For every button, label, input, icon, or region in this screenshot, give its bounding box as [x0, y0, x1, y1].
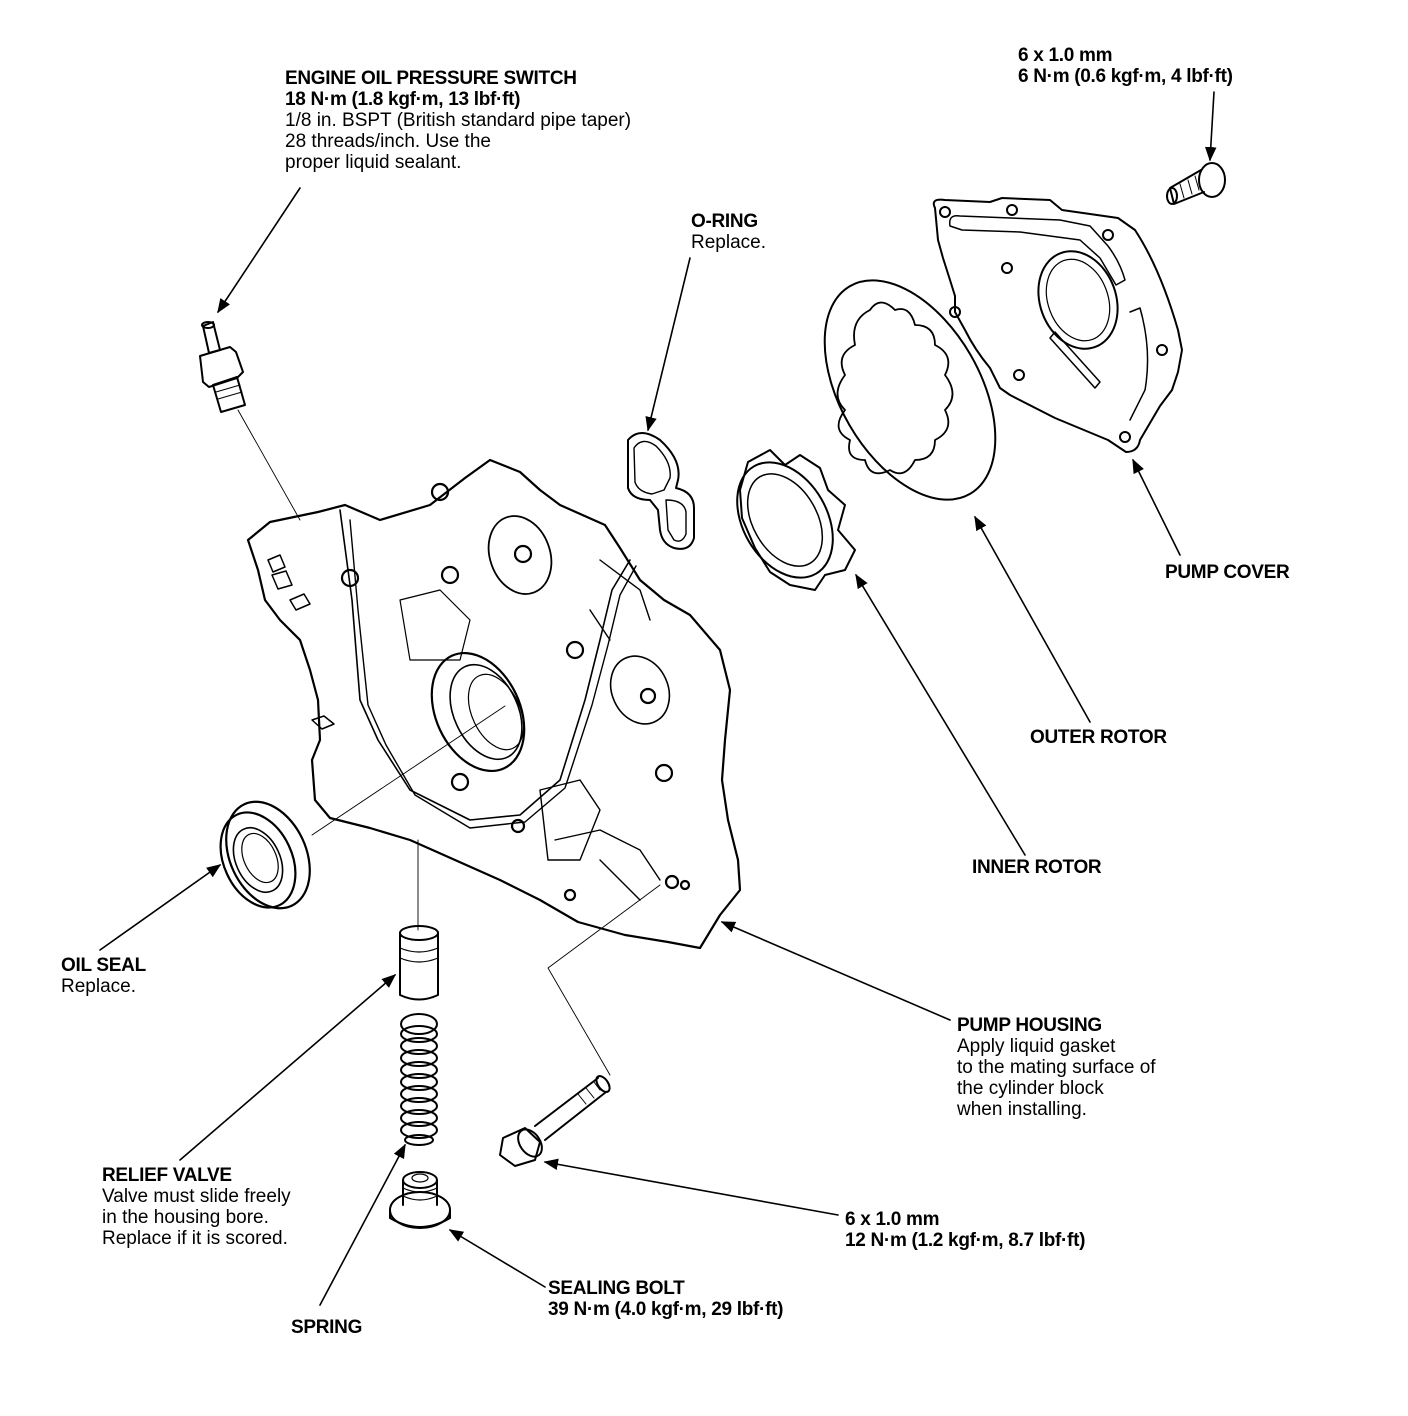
inner-rotor-part	[736, 449, 856, 591]
pump-housing-part	[246, 458, 742, 950]
pump-cover-part	[932, 197, 1183, 453]
label-title: SEALING BOLT	[548, 1278, 685, 1299]
leader-spring	[319, 1143, 406, 1306]
label-title: SPRING	[291, 1317, 363, 1338]
relief-valve-part	[399, 925, 439, 1001]
label-note: in the housing bore.	[102, 1207, 269, 1228]
label-note: 28 threads/inch. Use the	[285, 131, 491, 152]
label-torque: 12 N·m (1.2 kgf·m, 8.7 lbf·ft)	[845, 1230, 1086, 1251]
label-title: INNER ROTOR	[972, 857, 1102, 878]
label-title: RELIEF VALVE	[102, 1165, 232, 1186]
label-note: 1/8 in. BSPT (British standard pipe tape…	[285, 110, 632, 131]
label-note: Replace.	[61, 976, 136, 997]
label-relief-valve: RELIEF VALVE Valve must slide freely in …	[102, 1165, 291, 1249]
label-o-ring: O-RING Replace.	[691, 211, 766, 253]
label-note: Valve must slide freely	[102, 1186, 291, 1207]
label-sealing-bolt: SEALING BOLT 39 N·m (4.0 kgf·m, 29 lbf·f…	[548, 1278, 783, 1320]
cover-bolt-part	[1166, 162, 1226, 205]
label-torque: 18 N·m (1.8 kgf·m, 13 lbf·ft)	[285, 89, 521, 110]
label-housing-bolt: 6 x 1.0 mm 12 N·m (1.2 kgf·m, 8.7 lbf·ft…	[845, 1209, 1085, 1251]
leader-relief-valve	[179, 974, 397, 1161]
leader-cover-bolt	[1205, 91, 1217, 162]
spring-part	[400, 1013, 438, 1146]
o-ring-part	[627, 432, 695, 550]
oil-pressure-switch-part	[199, 321, 246, 413]
outer-rotor-part	[823, 279, 997, 501]
label-outer-rotor: OUTER ROTOR	[1030, 727, 1167, 748]
sealing-bolt-part	[389, 1171, 451, 1229]
label-pump-cover: PUMP COVER	[1165, 562, 1290, 583]
label-torque: 39 N·m (4.0 kgf·m, 29 lbf·ft)	[548, 1299, 784, 1320]
leader-pump-cover	[1132, 458, 1181, 556]
leader-lines	[99, 91, 1217, 1306]
label-inner-rotor: INNER ROTOR	[972, 857, 1102, 878]
label-cover-bolt: 6 x 1.0 mm 6 N·m (0.6 kgf·m, 4 lbf·ft)	[1018, 45, 1233, 87]
label-note: Apply liquid gasket	[957, 1036, 1116, 1057]
leader-pump-housing	[720, 921, 951, 1021]
leader-inner-rotor	[855, 573, 1026, 856]
label-title: PUMP HOUSING	[957, 1015, 1102, 1036]
label-torque: 6 N·m (0.6 kgf·m, 4 lbf·ft)	[1018, 66, 1233, 87]
label-engine-oil-pressure-switch: ENGINE OIL PRESSURE SWITCH 18 N·m (1.8 k…	[285, 68, 631, 173]
label-size: 6 x 1.0 mm	[1018, 45, 1113, 66]
label-size: 6 x 1.0 mm	[845, 1209, 940, 1230]
label-note: when installing.	[957, 1099, 1087, 1120]
label-spring: SPRING	[291, 1317, 362, 1338]
leader-outer-rotor	[974, 515, 1091, 723]
alignment-lines	[237, 409, 661, 1076]
label-note: the cylinder block	[957, 1078, 1104, 1099]
label-title: PUMP COVER	[1165, 562, 1290, 583]
label-title: OIL SEAL	[61, 955, 146, 976]
label-pump-housing: PUMP HOUSING Apply liquid gasket to the …	[957, 1015, 1156, 1120]
label-note: Replace if it is scored.	[102, 1228, 288, 1249]
leader-pressure-switch	[217, 187, 301, 314]
oil-seal-part	[219, 800, 311, 910]
label-note: proper liquid sealant.	[285, 152, 462, 173]
label-title: O-RING	[691, 211, 758, 232]
label-title: ENGINE OIL PRESSURE SWITCH	[285, 68, 577, 89]
label-note: Replace.	[691, 232, 766, 253]
label-oil-seal: OIL SEAL Replace.	[61, 955, 146, 997]
label-title: OUTER ROTOR	[1030, 727, 1167, 748]
leader-sealing-bolt	[448, 1229, 546, 1288]
leader-o-ring	[645, 257, 691, 432]
housing-bolt-part	[499, 1075, 611, 1167]
label-note: to the mating surface of	[957, 1057, 1156, 1078]
leader-oil-seal	[99, 864, 222, 951]
leader-housing-bolt	[543, 1158, 839, 1216]
